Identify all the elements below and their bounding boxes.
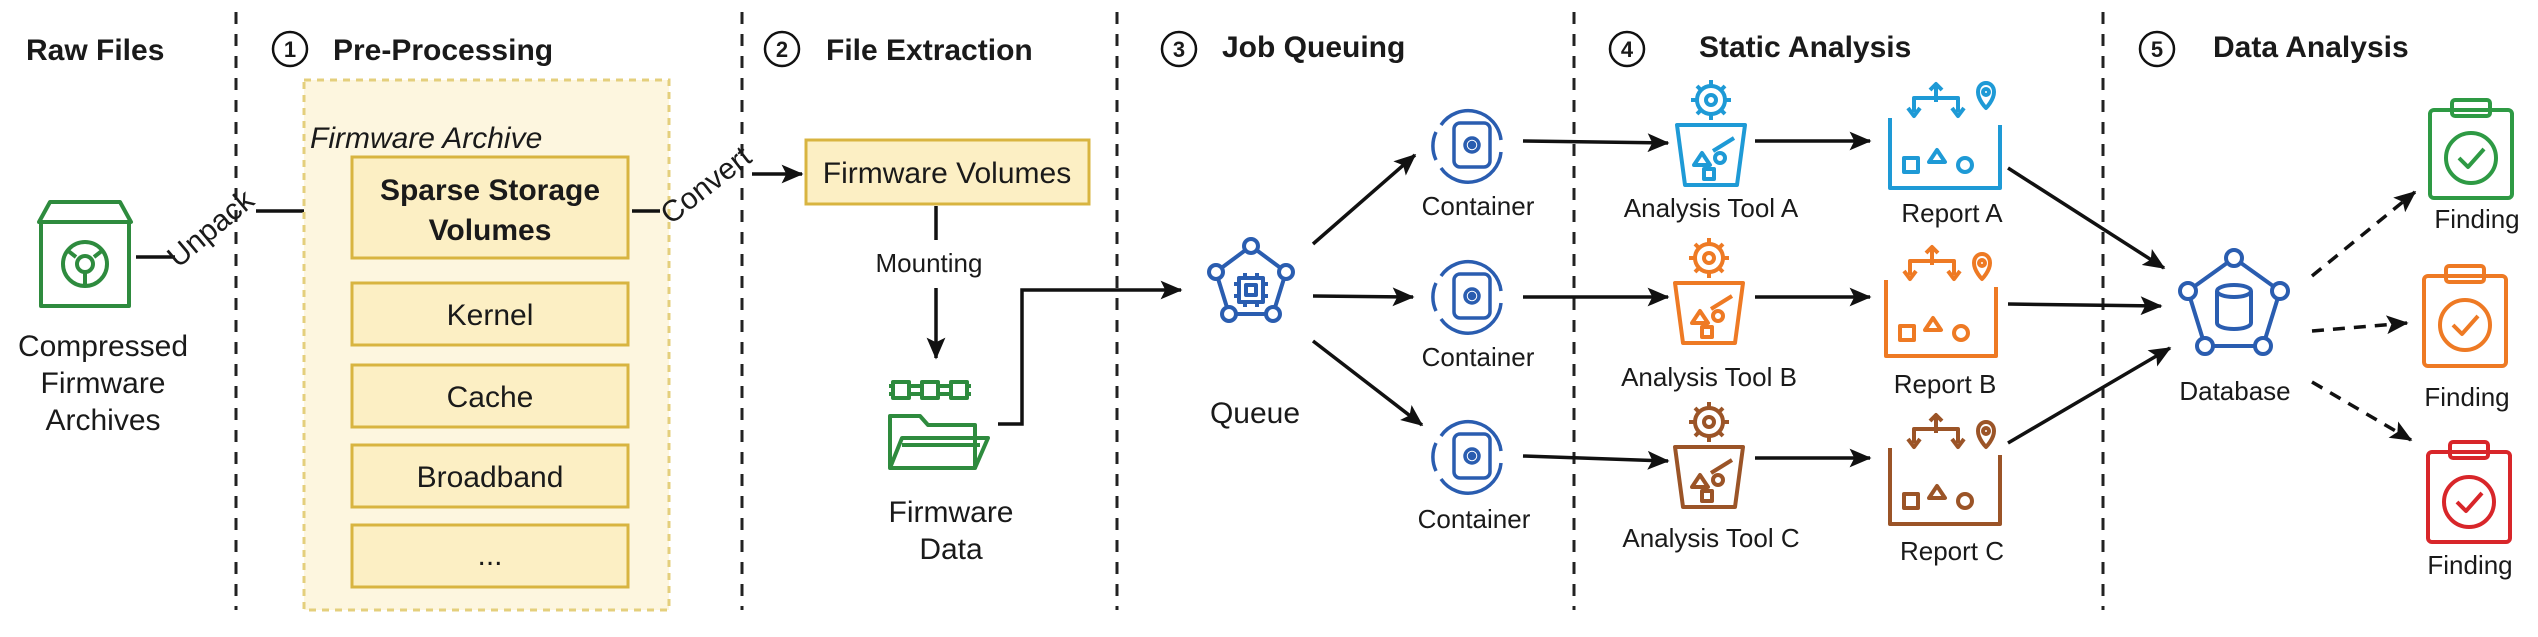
report-b-icon (1884, 245, 1998, 358)
archive-item-kernel-box (350, 281, 630, 347)
stage-number: 1 (284, 37, 296, 62)
stage-5-header: 5 Data Analysis (2138, 30, 2409, 68)
edge-data-to-queue (998, 280, 1183, 426)
stage-title-job-queuing: Job Queuing (1222, 31, 1405, 64)
sparse-storage-line-2: Volumes (429, 214, 552, 247)
stage-title-pre-processing: Pre-Processing (333, 34, 553, 67)
firmware-data-line-1: Firmware (889, 496, 1014, 529)
folder-chips-icon (888, 380, 990, 470)
stage-number-circle (1608, 30, 1646, 68)
edge-queue-to-container-c (1311, 339, 1424, 427)
finding-c-label: Finding (2427, 550, 2512, 580)
container-b-icon (1431, 259, 1503, 335)
edge-container-a-to-tool-a (1522, 133, 1670, 153)
edge-database-to-finding-a (2310, 190, 2417, 278)
queue-label: Queue (1210, 397, 1300, 430)
queue-cpu-icon (1207, 237, 1295, 323)
tool-a-label: Analysis Tool A (1624, 193, 1799, 223)
firmware-data-line-2: Data (919, 533, 983, 566)
stage-2-header: 2 File Extraction (763, 30, 1033, 68)
tool-b-gear-bucket-icon (1673, 238, 1745, 345)
edge-label-unpack: Unpack (161, 183, 261, 274)
stage-title-static-analysis: Static Analysis (1699, 31, 1911, 64)
raw-label-line-1: Compressed (18, 330, 188, 363)
finding-a-label: Finding (2434, 204, 2519, 234)
finding-b-clipboard-check-icon (2422, 264, 2508, 368)
database-label: Database (2179, 376, 2290, 406)
firmware-volumes-label: Firmware Volumes (823, 157, 1071, 190)
stage-number: 2 (776, 37, 788, 62)
container-b-label: Container (1422, 342, 1535, 372)
stage-1-header: 1 Pre-Processing (271, 30, 553, 68)
archive-item-kernel: Kernel (447, 299, 534, 332)
archive-item-broadband: Broadband (417, 461, 564, 494)
container-a-label: Container (1422, 191, 1535, 221)
stage-title-raw-files: Raw Files (26, 34, 164, 67)
stage-number-circle (2138, 30, 2176, 68)
container-c-icon (1431, 419, 1503, 495)
archive-item-cache: Cache (447, 381, 534, 414)
edge-report-c-to-database (2007, 346, 2172, 445)
database-icon (2178, 248, 2290, 356)
stage-4-header: 4 Static Analysis (1608, 30, 1911, 68)
container-c-label: Container (1418, 504, 1531, 534)
tool-c-label: Analysis Tool C (1622, 523, 1799, 553)
report-a-icon (1888, 81, 2002, 190)
tool-b-label: Analysis Tool B (1621, 362, 1797, 392)
finding-a-clipboard-check-icon (2428, 98, 2514, 200)
stage-number-circle (1160, 30, 1198, 68)
archive-item-broadband-box (350, 443, 630, 509)
stage-number-circle (271, 30, 309, 68)
stage-number: 3 (1173, 37, 1185, 62)
stage-title-file-extraction: File Extraction (826, 34, 1033, 67)
stage-number: 5 (2151, 37, 2163, 62)
raw-label-line-2: Firmware (41, 367, 166, 400)
edge-database-to-finding-c (2311, 380, 2413, 442)
archive-box-icon (37, 200, 133, 308)
edge-database-to-finding-b (2311, 315, 2409, 335)
edge-report-a-to-database (2007, 166, 2166, 270)
report-c-label: Report C (1900, 536, 2004, 566)
sparse-storage-box (350, 155, 630, 260)
archive-item-more-box (350, 523, 630, 589)
stage-title-data-analysis: Data Analysis (2213, 31, 2409, 64)
finding-b-label: Finding (2424, 382, 2509, 412)
firmware-volumes-box (804, 138, 1091, 206)
edge-queue-to-container-b (1312, 287, 1415, 307)
archive-item-more: ... (477, 539, 502, 572)
tool-a-gear-bucket-icon (1675, 80, 1747, 187)
archive-item-cache-box (350, 363, 630, 429)
tool-c-gear-bucket-icon (1673, 402, 1745, 509)
edge-report-b-to-database (2007, 296, 2163, 316)
container-a-icon (1431, 108, 1503, 184)
stage-number-circle (763, 30, 801, 68)
report-b-label: Report B (1894, 369, 1997, 399)
report-c-icon (1888, 413, 2002, 526)
report-a-label: Report A (1901, 198, 2003, 228)
edge-queue-to-container-a (1311, 153, 1417, 246)
firmware-archive-title: Firmware Archive (310, 122, 542, 155)
stage-number: 4 (1621, 37, 1634, 62)
edge-label-mounting: Mounting (876, 248, 983, 278)
finding-c-clipboard-check-icon (2426, 440, 2512, 544)
stage-3-header: 3 Job Queuing (1160, 30, 1405, 68)
sparse-storage-line-1: Sparse Storage (380, 174, 600, 207)
edge-container-c-to-tool-c (1522, 450, 1670, 470)
raw-label-line-3: Archives (45, 404, 160, 437)
